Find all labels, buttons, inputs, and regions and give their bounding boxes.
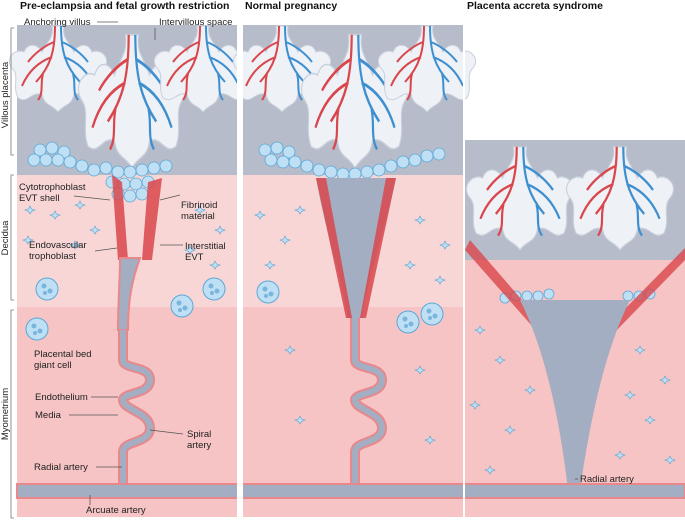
- label-fibrinoid: Fibrinoid: [181, 200, 217, 211]
- panel-accreta: [465, 140, 685, 517]
- label-arcuate-artery: Arcuate artery: [86, 505, 146, 516]
- label-fibrinoid-material: material: [181, 211, 215, 222]
- side-label-villous: Villous placenta: [0, 61, 11, 128]
- label-spiral-artery: artery: [187, 440, 212, 451]
- label-endothelium: Endothelium: [35, 392, 88, 403]
- label-spiral: Spiral: [187, 429, 211, 440]
- label-interstitial-evt: EVT: [185, 252, 204, 263]
- header-preeclampsia: Pre-eclampsia and fetal growth restricti…: [20, 0, 229, 12]
- label-media: Media: [35, 410, 62, 421]
- label-interstitial: Interstitial: [185, 241, 226, 252]
- side-label-decidua: Decidua: [0, 220, 11, 256]
- side-brackets: [10, 27, 14, 519]
- label-intervillous-space: Intervillous space: [159, 17, 232, 28]
- label-radial-artery-1: Radial artery: [34, 462, 88, 473]
- panel-normal: [232, 25, 477, 517]
- label-giant-cell: giant cell: [34, 360, 72, 371]
- header-accreta: Placenta accreta syndrome: [467, 0, 603, 12]
- label-endovascular: Endovascular: [29, 240, 87, 251]
- label-trophoblast: trophoblast: [29, 251, 76, 262]
- arcuate-artery-vessel: [16, 483, 685, 499]
- label-anchoring-villus: Anchoring villus: [24, 17, 91, 28]
- label-radial-artery-3: Radial artery: [580, 474, 634, 485]
- label-evt-shell: EVT shell: [19, 193, 59, 204]
- label-cytotrophoblast: Cytotrophoblast: [19, 182, 86, 193]
- header-normal: Normal pregnancy: [245, 0, 337, 12]
- side-label-myometrium: Myometrium: [0, 388, 11, 440]
- panel-preeclampsia: [8, 25, 253, 517]
- label-placental-bed: Placental bed: [34, 349, 92, 360]
